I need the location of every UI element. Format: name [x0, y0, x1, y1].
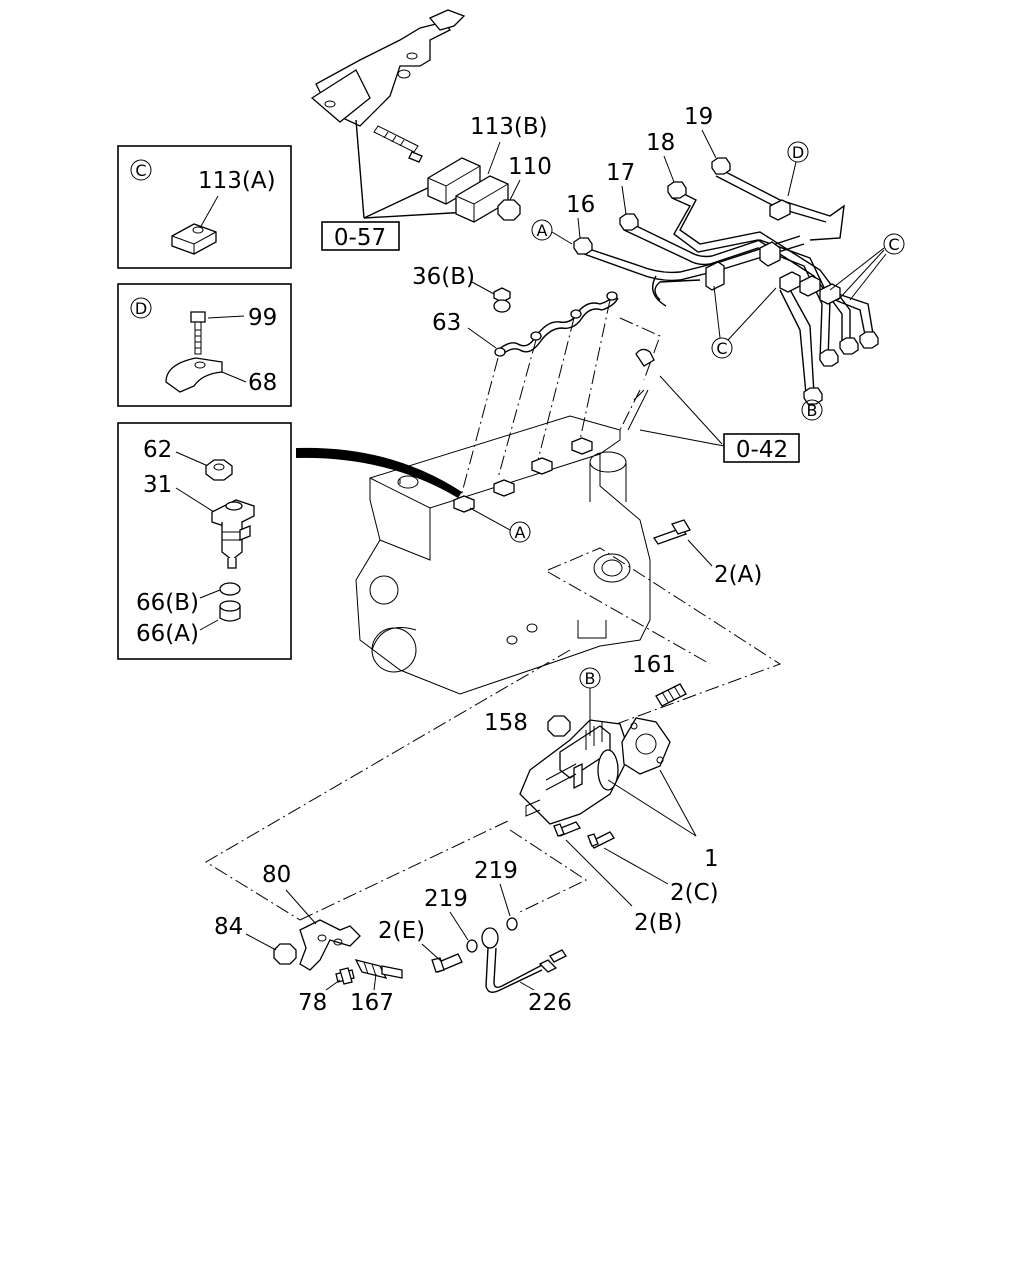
label-167: 167: [350, 990, 394, 1016]
label-1: 1: [704, 846, 719, 872]
label-158: 158: [484, 710, 528, 736]
label-2b: 2(B): [634, 910, 682, 936]
ref-box-057: [321, 221, 400, 251]
label-19: 19: [684, 104, 713, 130]
label-63: 63: [432, 310, 461, 336]
washer-219-b: [506, 917, 518, 931]
inset-injector: 62 31 66(B) 66(A): [117, 422, 292, 660]
bolt-2c: [587, 831, 615, 849]
bracket-80: [299, 919, 361, 971]
label-68: 68: [248, 370, 277, 396]
bolt-2a: [652, 519, 691, 545]
marker-a-top: A: [537, 221, 548, 240]
label-84: 84: [214, 914, 243, 940]
ref-042: 0-42: [736, 437, 788, 463]
injection-pump: [519, 719, 631, 825]
bolt-78: [335, 967, 355, 985]
fitting-161: [655, 683, 687, 707]
label-66b: 66(B): [136, 590, 199, 616]
label-226: 226: [528, 990, 572, 1016]
marker-d: D: [135, 299, 147, 318]
marker-c: C: [135, 161, 146, 180]
nozzle-31: [211, 499, 255, 569]
marker-c-mid: C: [716, 339, 727, 358]
bolt-2b: [553, 821, 581, 837]
pointer-arrow: [296, 447, 462, 498]
label-31: 31: [143, 472, 172, 498]
seal-66a: [219, 600, 241, 622]
marker-d-top: D: [792, 143, 804, 162]
label-219-b: 219: [474, 858, 518, 884]
label-78: 78: [298, 990, 327, 1016]
nut-110: [497, 199, 521, 221]
pipe-226: [481, 927, 567, 993]
fitting-167: [354, 959, 403, 979]
leak-off-pipe-63: [493, 287, 619, 357]
label-36b: 36(B): [412, 264, 475, 290]
flange-plate: [621, 717, 671, 775]
label-2c: 2(C): [670, 880, 719, 906]
label-80: 80: [262, 862, 291, 888]
marker-a-engine: A: [515, 523, 526, 542]
injection-pipes: [573, 157, 879, 405]
damper-113b: [427, 157, 509, 223]
label-66a: 66(A): [136, 621, 199, 647]
label-62: 62: [143, 437, 172, 463]
engine-block: [355, 415, 651, 695]
ref-057: 0-57: [334, 225, 386, 251]
label-17: 17: [606, 160, 635, 186]
nut-62: [205, 459, 233, 481]
label-18: 18: [646, 130, 675, 156]
clip-113a: [171, 223, 217, 255]
label-161: 161: [632, 652, 676, 678]
label-110: 110: [508, 154, 552, 180]
label-16: 16: [566, 192, 595, 218]
label-113a: 113(A): [198, 168, 276, 194]
marker-c-right: C: [888, 235, 899, 254]
inset-c: C 113(A): [117, 145, 292, 269]
label-113b: 113(B): [470, 114, 548, 140]
label-219-a: 219: [424, 886, 468, 912]
washer-66b: [219, 582, 241, 596]
washer-219-a: [466, 939, 478, 953]
label-99: 99: [248, 305, 277, 331]
marker-b-top: B: [807, 401, 818, 420]
bracket-assembly: [310, 9, 466, 163]
inset-d: D 99 68: [117, 283, 292, 407]
bolt-99: [190, 311, 206, 355]
label-2e: 2(E): [378, 918, 425, 944]
ref-box-042: [723, 433, 800, 463]
nut-84: [273, 943, 297, 965]
nut-158: [547, 715, 571, 737]
label-2a: 2(A): [714, 562, 762, 588]
marker-b-pump: B: [585, 669, 596, 688]
return-hose: [627, 348, 655, 431]
